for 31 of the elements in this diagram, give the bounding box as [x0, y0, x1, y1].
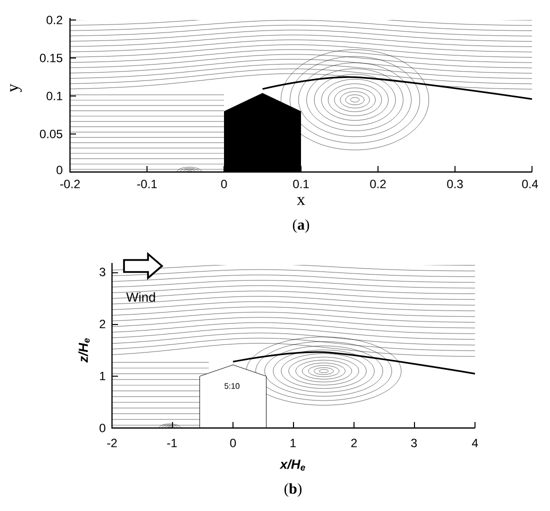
tick-label: 0.4	[522, 180, 538, 188]
tick-label: 0	[230, 438, 236, 448]
tick-label: -1	[167, 438, 177, 448]
tick-label: 0.1	[46, 92, 62, 100]
tick-label: 0.3	[447, 180, 463, 188]
tick-label: 0.2	[46, 16, 62, 24]
tick-label: 2	[351, 438, 357, 448]
panel-label: (a)	[292, 219, 310, 233]
tick-label: 1	[290, 438, 296, 448]
axis-label: z/H$_{e}$	[78, 338, 90, 363]
tick-label: 0.05	[40, 130, 62, 138]
panel-label: (b)	[284, 483, 302, 497]
axis-label: y	[10, 84, 22, 92]
tick-label: 2	[100, 320, 106, 328]
tick-label: 0	[56, 166, 62, 174]
tick-label: 0.1	[293, 180, 309, 188]
tick-label: 4	[472, 438, 478, 448]
tick-label: 1	[100, 372, 106, 380]
wind-label: Wind	[126, 292, 155, 302]
building-label: 5:10	[224, 383, 240, 389]
tick-label: -0.1	[137, 180, 157, 188]
tick-label: -0.2	[60, 180, 80, 188]
tick-label: 0	[100, 424, 106, 432]
axis-label: x/H$_{e}$	[280, 459, 306, 471]
tick-label: 0.2	[370, 180, 386, 188]
axis-label: x	[296, 197, 306, 205]
tick-label: 3	[411, 438, 417, 448]
tick-label: 0	[221, 180, 227, 188]
tick-label: 3	[100, 268, 106, 276]
tick-label: -2	[107, 438, 117, 448]
tick-label: 0.15	[40, 54, 62, 62]
